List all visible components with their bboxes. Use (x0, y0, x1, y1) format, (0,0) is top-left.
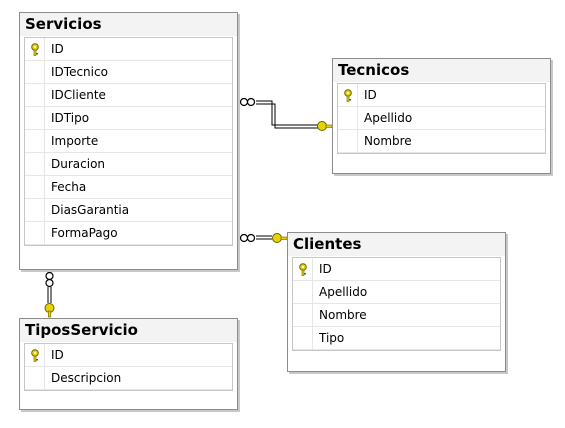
column-row[interactable]: IDCliente (25, 84, 232, 107)
column-row[interactable]: Nombre (338, 130, 545, 153)
table-title: Servicios (20, 13, 237, 36)
column-row[interactable]: Descripcion (25, 367, 232, 390)
primary-key-icon (299, 263, 307, 276)
column-row[interactable]: Apellido (338, 107, 545, 130)
column-row[interactable]: ID (25, 344, 232, 367)
key-end-icon (44, 303, 55, 318)
column-name: IDTecnico (51, 65, 108, 79)
column-name: ID (319, 262, 332, 276)
table-title: Tecnicos (333, 59, 550, 82)
table-tecnicos[interactable]: Tecnicos ID Apellido Nombre (332, 58, 551, 174)
column-row[interactable]: IDTipo (25, 107, 232, 130)
column-name: DiasGarantia (51, 203, 130, 217)
key-end-icon (317, 121, 333, 131)
primary-key-icon (31, 349, 39, 362)
table-clientes[interactable]: Clientes ID Apellido Nombre Tipo (287, 232, 506, 372)
table-servicios[interactable]: Servicios ID IDTecnico IDCliente IDTipo … (19, 12, 238, 270)
column-name: Descripcion (51, 371, 122, 385)
table-title: TiposServicio (20, 319, 237, 342)
column-name: Duracion (51, 157, 106, 171)
column-row[interactable]: IDTecnico (25, 61, 232, 84)
relationship-servicios-tiposservicio[interactable] (44, 271, 55, 318)
column-name: Tipo (319, 331, 345, 345)
column-name: Fecha (51, 180, 87, 194)
column-row[interactable]: ID (293, 258, 500, 281)
column-row[interactable]: Importe (25, 130, 232, 153)
relationship-servicios-clientes[interactable] (239, 233, 288, 243)
column-row[interactable]: ID (25, 38, 232, 61)
table-title: Clientes (288, 233, 505, 256)
column-row[interactable]: Apellido (293, 281, 500, 304)
column-name: ID (51, 42, 64, 56)
column-row[interactable]: Nombre (293, 304, 500, 327)
column-row[interactable]: FormaPago (25, 222, 232, 245)
column-list: ID Apellido Nombre (337, 83, 546, 154)
column-row[interactable]: Tipo (293, 327, 500, 350)
primary-key-icon (31, 43, 39, 56)
column-row[interactable]: DiasGarantia (25, 199, 232, 222)
column-name: Nombre (364, 134, 412, 148)
column-name: IDTipo (51, 111, 90, 125)
column-list: ID Apellido Nombre Tipo (292, 257, 501, 351)
column-row[interactable]: ID (338, 84, 545, 107)
relationship-servicios-tecnicos[interactable] (239, 97, 333, 131)
column-name: FormaPago (51, 226, 118, 240)
column-name: ID (364, 88, 377, 102)
column-name: IDCliente (51, 88, 106, 102)
table-tiposservicio[interactable]: TiposServicio ID Descripcion (19, 318, 238, 410)
column-name: Apellido (364, 111, 413, 125)
column-name: ID (51, 348, 64, 362)
column-name: Apellido (319, 285, 368, 299)
column-row[interactable]: Duracion (25, 153, 232, 176)
column-list: ID IDTecnico IDCliente IDTipo Importe Du… (24, 37, 233, 246)
column-name: Nombre (319, 308, 367, 322)
column-row[interactable]: Fecha (25, 176, 232, 199)
key-end-icon (272, 233, 288, 243)
column-list: ID Descripcion (24, 343, 233, 391)
column-name: Importe (51, 134, 99, 148)
primary-key-icon (344, 89, 352, 102)
